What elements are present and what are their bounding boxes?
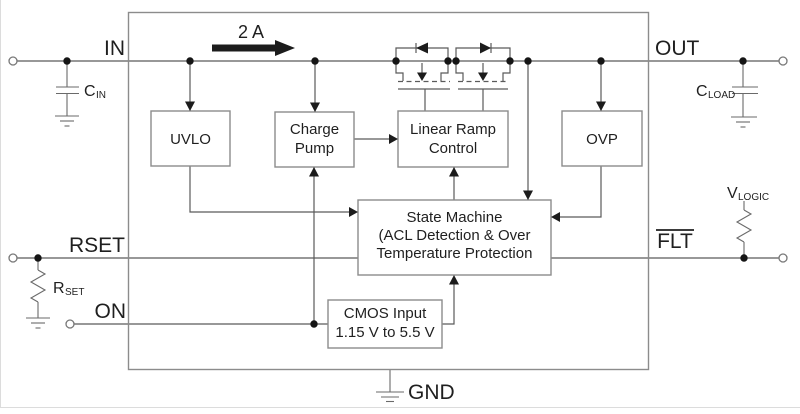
arrow-down-icon bbox=[523, 190, 533, 200]
arrow-up-icon bbox=[309, 167, 319, 177]
svg-text:LOAD: LOAD bbox=[708, 90, 735, 101]
ovp-block bbox=[561, 110, 643, 167]
on-pin-terminal bbox=[65, 319, 75, 329]
charge-pump-label-2: Pump bbox=[295, 140, 334, 157]
ovp-to-state-machine-wire bbox=[554, 166, 602, 218]
arrow-down-icon bbox=[185, 101, 195, 111]
uvlo-label: UVLO bbox=[170, 131, 211, 148]
arrow-right-icon bbox=[389, 134, 398, 144]
state-machine-label-1: State Machine bbox=[407, 209, 503, 226]
fet-body-arrow-icon bbox=[478, 72, 488, 81]
cmos-input-label-1: CMOS Input bbox=[344, 305, 427, 322]
out-pin-label: OUT bbox=[655, 37, 700, 60]
ground-icon bbox=[731, 116, 757, 128]
arrow-right-icon bbox=[349, 207, 358, 217]
junction-dots bbox=[34, 57, 748, 328]
fet-terminal bbox=[395, 61, 404, 81]
body-diode-icon bbox=[480, 42, 491, 54]
in-pin-terminal bbox=[8, 56, 18, 66]
rset-resistor bbox=[26, 258, 50, 329]
linear-ramp-label-2: Control bbox=[429, 140, 477, 157]
signal-arrowheads bbox=[185, 101, 606, 285]
in-pin-label: IN bbox=[104, 37, 125, 60]
rset-pin-terminal bbox=[8, 253, 18, 263]
state-machine-block bbox=[357, 199, 552, 276]
arrow-up-icon bbox=[449, 167, 459, 177]
uvlo-block bbox=[150, 110, 231, 167]
cmos-input-label-2: 1.15 V to 5.5 V bbox=[335, 324, 434, 341]
fet-terminal bbox=[440, 61, 449, 81]
vlogic-pullup-resistor bbox=[735, 201, 753, 258]
flt-pin-label: FLT bbox=[657, 230, 693, 253]
charge-pump-label-1: Charge bbox=[290, 121, 339, 138]
svg-text:R: R bbox=[53, 280, 65, 297]
svg-text:C: C bbox=[696, 83, 708, 100]
state-machine-label-2: (ACL Detection & Over bbox=[379, 227, 531, 244]
on-pin-label: ON bbox=[95, 300, 127, 323]
out-pin-terminal bbox=[778, 56, 788, 66]
current-label: 2 A bbox=[238, 22, 264, 42]
rset-resistor-label: R SET bbox=[53, 280, 84, 298]
arrow-left-icon bbox=[551, 212, 560, 222]
svg-text:IN: IN bbox=[96, 90, 106, 101]
ovp-label: OVP bbox=[586, 131, 618, 148]
arrow-down-icon bbox=[310, 102, 320, 112]
cin-label: C IN bbox=[84, 83, 106, 101]
arrow-down-icon bbox=[596, 101, 606, 111]
fet-terminal bbox=[455, 61, 464, 81]
flt-pin-terminal bbox=[778, 253, 788, 263]
svg-text:V: V bbox=[727, 185, 738, 202]
body-diode-icon bbox=[416, 42, 428, 54]
linear-ramp-control-block bbox=[397, 110, 509, 168]
rset-pin-label: RSET bbox=[69, 234, 125, 257]
wires bbox=[17, 60, 779, 325]
uvlo-to-state-machine-wire bbox=[189, 166, 355, 213]
cload-capacitor bbox=[731, 61, 758, 128]
cmos-input-block bbox=[327, 299, 443, 349]
cload-label: C LOAD bbox=[696, 83, 735, 101]
cin-capacitor bbox=[55, 61, 79, 127]
fet-body-arrow-icon bbox=[417, 72, 427, 81]
arrow-up-icon bbox=[449, 275, 459, 285]
gnd-pin-symbol bbox=[376, 369, 404, 403]
vlogic-label: V LOGIC bbox=[727, 185, 769, 203]
linear-ramp-label-1: Linear Ramp bbox=[410, 121, 496, 138]
pass-fet-2 bbox=[455, 42, 511, 90]
svg-text:LOGIC: LOGIC bbox=[738, 192, 769, 203]
charge-pump-block bbox=[274, 111, 355, 168]
flt-pin-label-group: FLT bbox=[656, 229, 694, 253]
ground-icon bbox=[26, 317, 50, 329]
cmos-to-state-machine-wire bbox=[442, 278, 455, 325]
resistor-icon bbox=[29, 269, 47, 303]
fet-terminal bbox=[502, 61, 511, 81]
resistor-icon bbox=[735, 209, 753, 243]
ic-boundary bbox=[127, 11, 650, 371]
svg-text:C: C bbox=[84, 83, 96, 100]
svg-text:SET: SET bbox=[65, 287, 84, 298]
pass-fet-1 bbox=[395, 42, 450, 90]
current-flow-arrow-icon bbox=[212, 40, 295, 56]
ground-icon bbox=[55, 115, 79, 127]
gnd-pin-label: GND bbox=[408, 381, 455, 404]
ground-icon bbox=[376, 391, 404, 403]
state-machine-label-3: Temperature Protection bbox=[377, 245, 533, 262]
